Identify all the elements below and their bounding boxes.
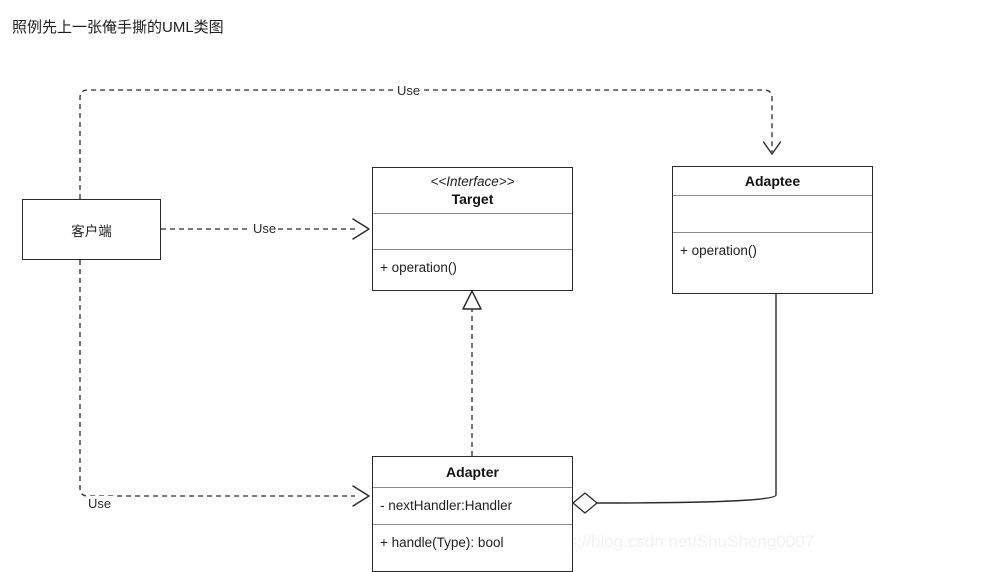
node-adaptee[interactable]: Adaptee + operation() <box>672 166 873 294</box>
node-adaptee-operations: + operation() <box>673 232 872 292</box>
node-target-operations: + operation() <box>373 249 572 290</box>
node-target-stereotype: <<Interface>> <box>430 174 515 189</box>
node-adapter-attributes: - nextHandler:Handler <box>373 487 572 524</box>
edge-client-uses-adaptee <box>79 89 782 199</box>
node-adapter-operation-0: + handle(Type): bool <box>380 535 504 550</box>
edge-label-client-uses-target: Use <box>251 221 279 236</box>
node-target-operation-0: + operation() <box>380 260 457 275</box>
node-adapter[interactable]: Adapter - nextHandler:Handler + handle(T… <box>372 456 573 572</box>
node-adapter-attribute-0: - nextHandler:Handler <box>380 498 513 513</box>
node-adaptee-header: Adaptee <box>673 167 872 195</box>
node-adapter-name: Adapter <box>446 464 499 480</box>
node-target[interactable]: <<Interface>> Target + operation() <box>372 167 573 291</box>
node-adaptee-name: Adaptee <box>744 173 801 189</box>
edge-client-uses-target <box>161 218 370 240</box>
edge-adapter-aggregates-adaptee <box>572 294 777 514</box>
node-adapter-operations: + handle(Type): bool <box>373 524 572 570</box>
node-adaptee-operation-0: + operation() <box>680 243 757 258</box>
edge-label-client-uses-adaptee: Use <box>395 83 423 98</box>
edge-adapter-realizes-target <box>462 290 482 456</box>
node-target-name: Target <box>451 191 494 207</box>
node-adaptee-attributes <box>673 195 872 232</box>
node-target-header: <<Interface>> Target <box>373 168 572 213</box>
edge-client-uses-adapter <box>79 260 370 507</box>
edge-label-client-uses-adapter: Use <box>86 496 114 511</box>
node-client-label: 客户端 <box>71 223 112 239</box>
watermark: https://blog.csdn.net/ShuSheng0007 <box>540 532 815 551</box>
page-title: 照例先上一张俺手撕的UML类图 <box>12 19 224 36</box>
node-client[interactable]: 客户端 <box>22 199 161 260</box>
node-adapter-header: Adapter <box>373 457 572 487</box>
node-target-attributes <box>373 213 572 249</box>
